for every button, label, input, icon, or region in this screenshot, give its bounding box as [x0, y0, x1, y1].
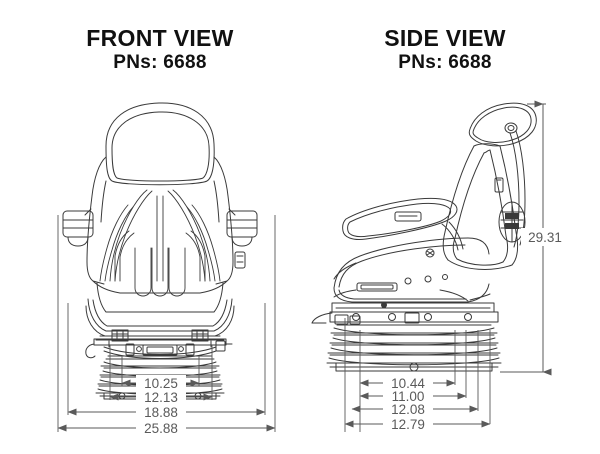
front-view-title: FRONT VIEW PNs: 6688	[30, 25, 290, 75]
front-dimension-25-88: 25.88	[57, 420, 276, 436]
side-view-seat-drawing	[311, 102, 537, 372]
side-height-label: 29.31	[528, 230, 562, 245]
side-dimension-10-44: 10.44	[359, 375, 456, 391]
side-dimension-12-08: 12.08	[351, 401, 479, 417]
front-suspension-rail	[85, 329, 233, 359]
side-suspension-bellows	[326, 321, 502, 372]
side-seat-cushion	[333, 237, 490, 303]
front-dim-3-label: 18.88	[144, 405, 178, 420]
side-dim-2-label: 11.00	[392, 389, 425, 404]
side-view-title-line1: SIDE VIEW	[384, 25, 506, 51]
front-dimension-10-25: 10.25	[121, 375, 200, 391]
front-left-armrest	[62, 208, 94, 247]
front-side-adjuster	[234, 251, 246, 269]
side-dimension-11-00: 11.00	[359, 388, 467, 404]
front-view-seat-drawing	[62, 102, 258, 400]
side-headrest	[468, 102, 537, 147]
side-view-part-numbers: PNs: 6688	[398, 52, 492, 73]
front-right-armrest	[226, 208, 258, 247]
side-dimension-12-79: 12.79	[344, 416, 491, 432]
side-view-title: SIDE VIEW PNs: 6688	[320, 25, 570, 75]
side-dim-1-label: 10.44	[391, 376, 425, 391]
front-seat-cushion	[85, 247, 235, 337]
front-backrest-stitching	[99, 189, 221, 282]
front-witness-lines	[57, 215, 276, 432]
side-dim-3-label: 12.08	[391, 402, 425, 417]
front-dimension-18-88: 18.88	[67, 404, 266, 420]
front-dim-4-label: 25.88	[144, 421, 178, 436]
front-view-part-numbers: PNs: 6688	[113, 52, 207, 73]
front-backrest	[86, 156, 234, 294]
side-dim-4-label: 12.79	[391, 417, 425, 432]
front-dimension-12-13: 12.13	[109, 389, 213, 405]
front-headrest	[105, 102, 215, 186]
front-view-title-line1: FRONT VIEW	[86, 25, 234, 51]
side-dimension-height-29-31: 29.31	[521, 100, 569, 376]
front-dim-2-label: 12.13	[144, 390, 178, 405]
side-backrest	[442, 143, 519, 270]
side-suspension-frame	[311, 289, 499, 325]
front-dim-1-label: 10.25	[144, 376, 178, 391]
side-armrest	[342, 197, 464, 258]
